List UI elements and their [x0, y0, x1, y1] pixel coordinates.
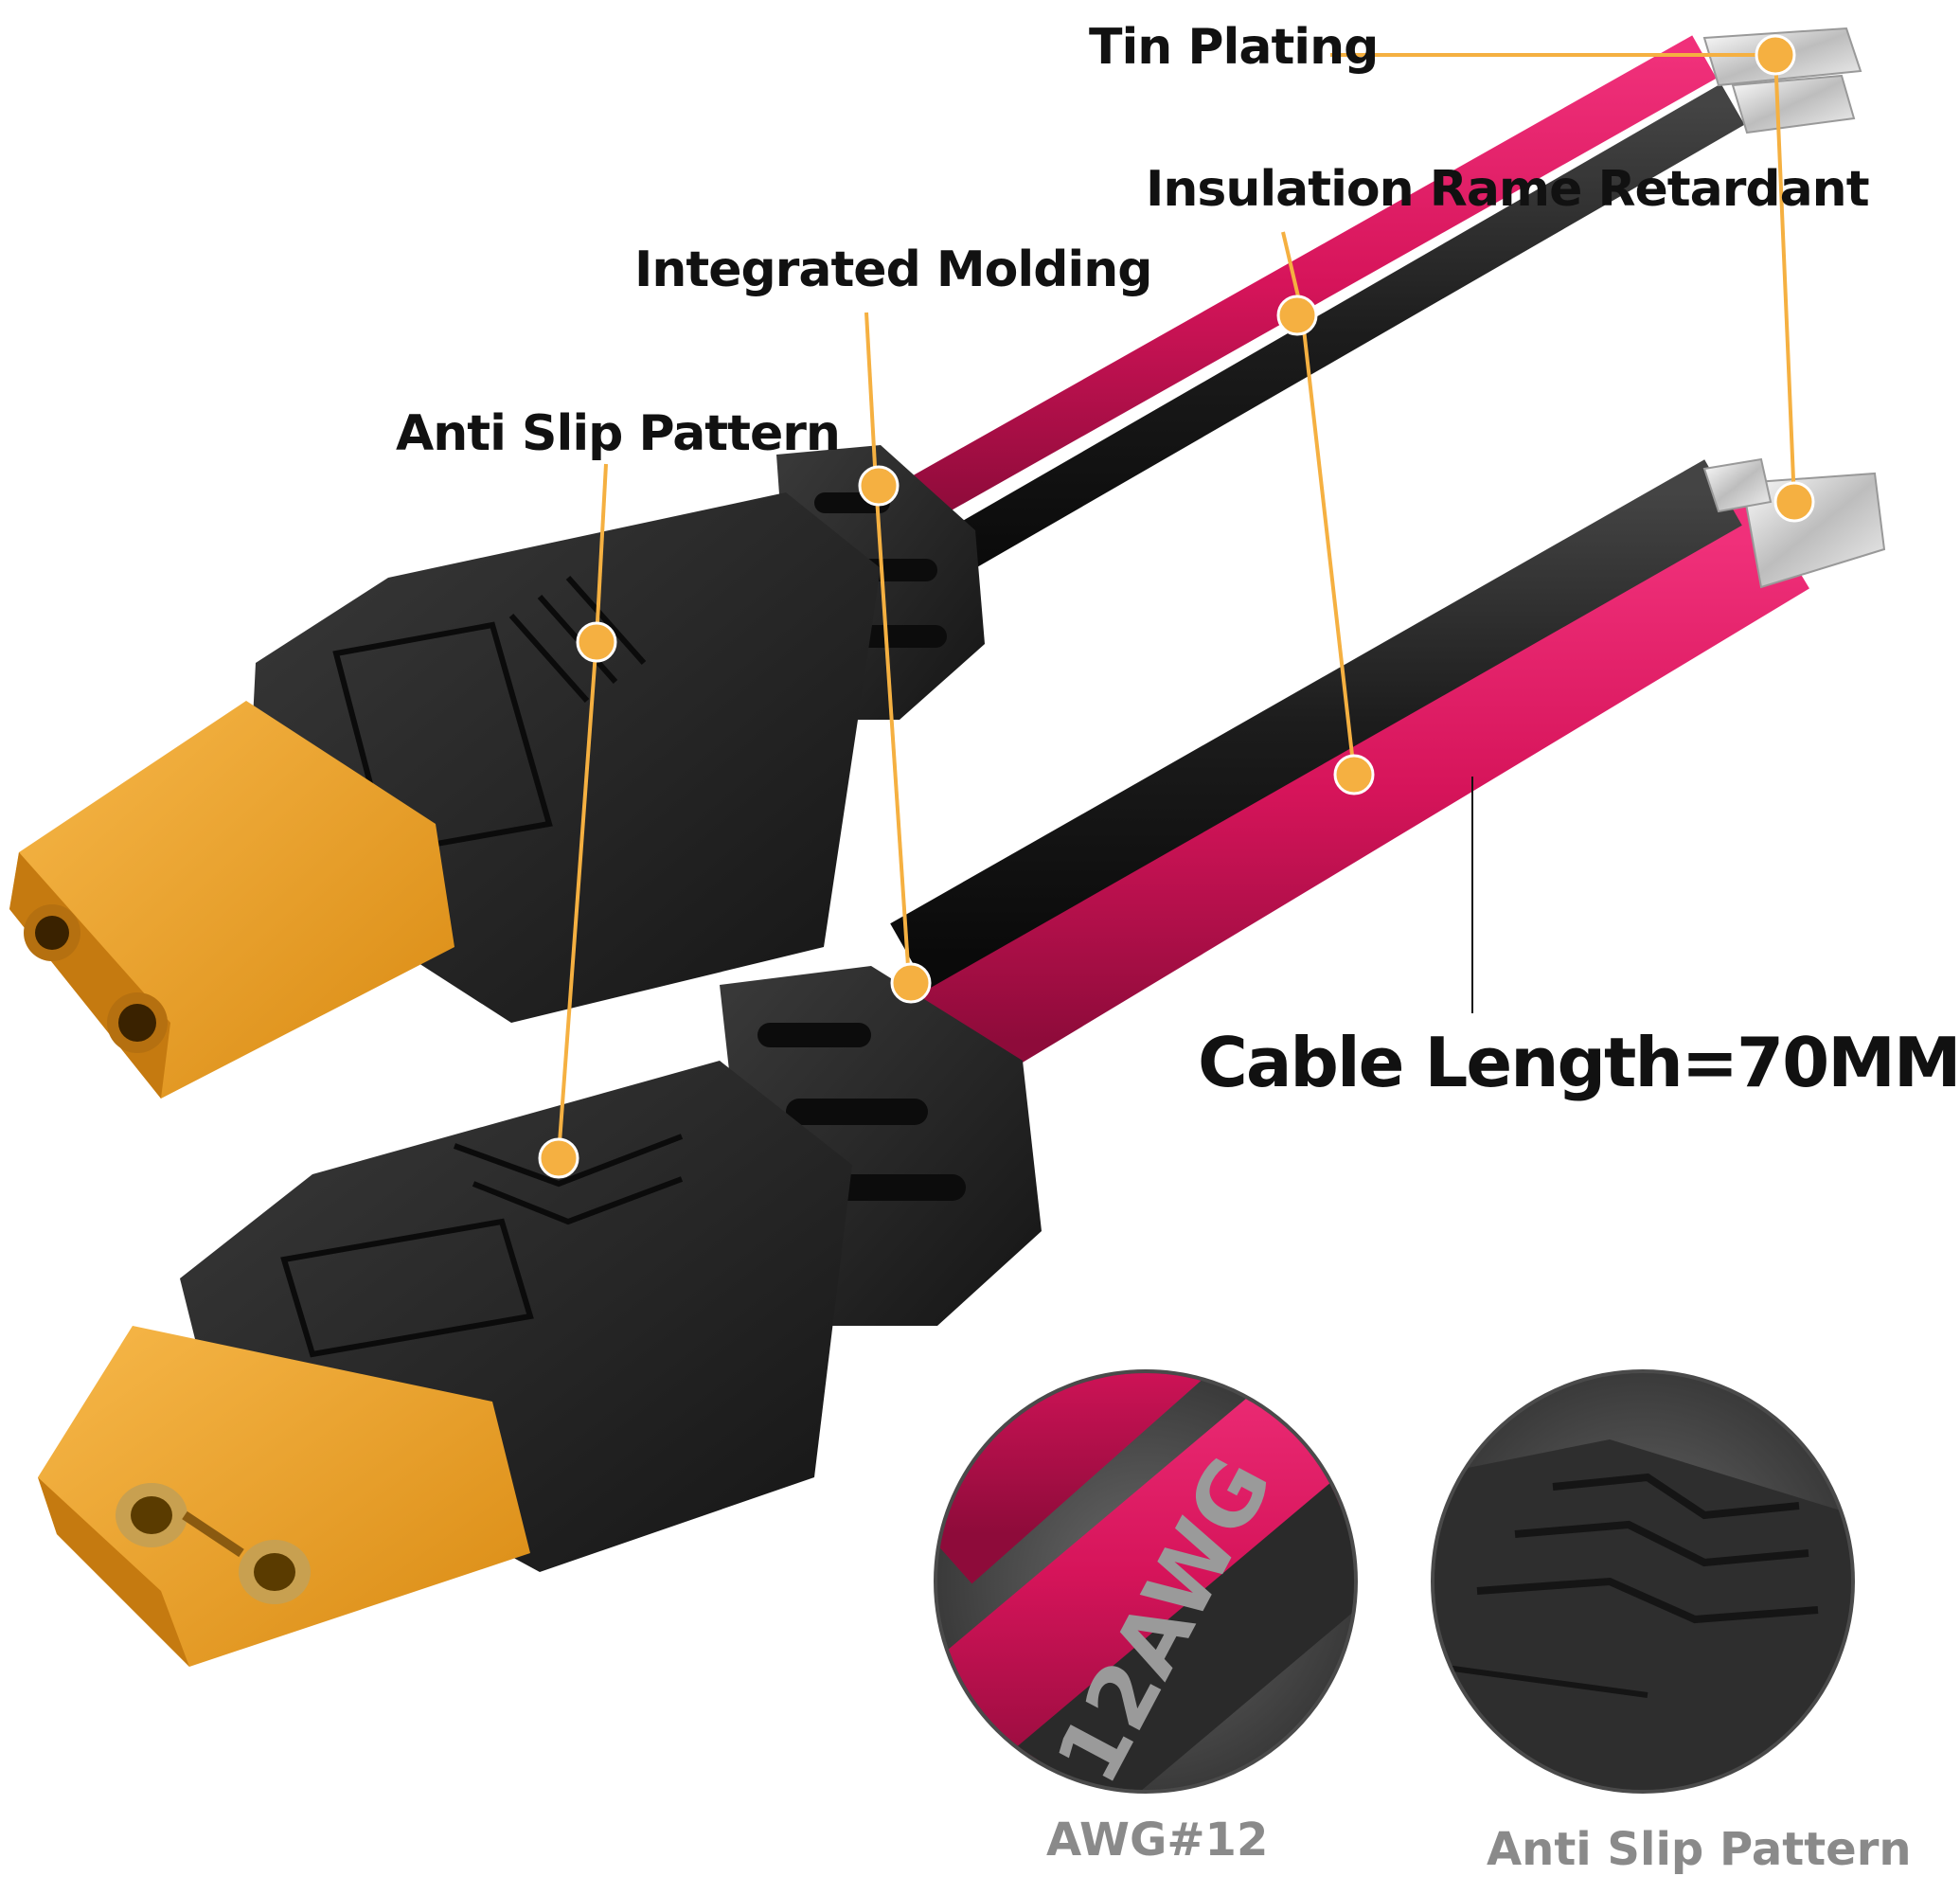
tin-plating-label: Tin Plating — [1089, 19, 1379, 76]
top-red-wire — [887, 35, 1717, 533]
callout-dots — [538, 34, 1815, 1179]
insulation-dot-top — [1276, 295, 1318, 336]
cable-length-label: Cable Length=70MM — [1198, 1023, 1960, 1102]
top-black-wire — [916, 83, 1745, 589]
cable-illustration: 12AWG — [9, 27, 1886, 1794]
anti-slip-caption: Anti Slip Pattern — [1487, 1823, 1912, 1876]
integrated-molding-label: Integrated Molding — [634, 241, 1152, 298]
top-cable — [9, 27, 1862, 1099]
molding-dot-bottom — [890, 962, 932, 1004]
bottom-tinned-end-black — [1702, 457, 1773, 513]
zoom-anti-slip-detail — [1431, 1369, 1855, 1794]
tin-plating-dot-top — [1755, 34, 1796, 76]
molding-dot-top — [858, 465, 900, 507]
anti-slip-dot-bottom — [538, 1137, 579, 1179]
anti-slip-label: Anti Slip Pattern — [396, 405, 841, 462]
insulation-label: Insulation Rame Retardant — [1146, 161, 1870, 218]
top-tinned-end-black — [1731, 74, 1856, 134]
bottom-black-wire — [890, 459, 1742, 990]
awg-caption: AWG#12 — [1046, 1814, 1269, 1867]
bottom-xt60-male-plug — [38, 1326, 530, 1667]
callout-lines — [557, 53, 1796, 1156]
anti-slip-dot-top — [576, 621, 617, 663]
product-image: 12AWG Tin Plating Insulation Rame Retard… — [9, 19, 1960, 1876]
insulation-dot-bottom — [1333, 754, 1375, 795]
tin-plating-dot-bottom — [1773, 481, 1815, 523]
